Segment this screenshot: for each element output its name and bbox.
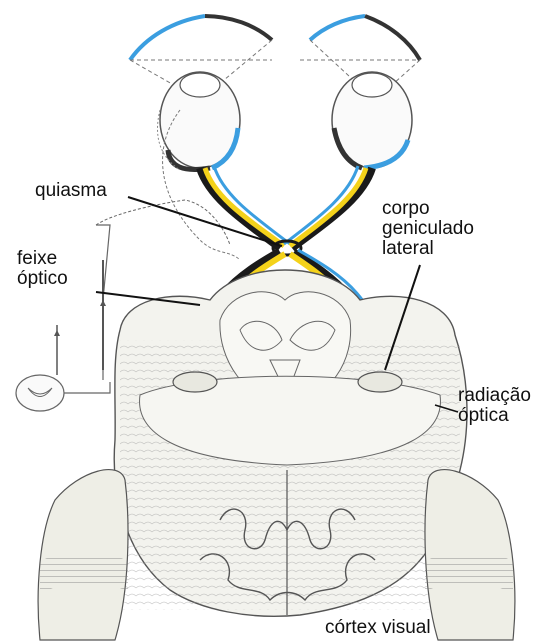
brain-tissue (114, 270, 467, 616)
label-corpo-line1: corpo (382, 199, 474, 219)
left-eye (158, 72, 241, 170)
label-corpo-geniculado-lateral: corpo geniculado lateral (382, 199, 474, 259)
label-radiacao-line2: óptica (458, 406, 531, 426)
label-corpo-line3: lateral (382, 239, 474, 259)
label-feixe-optico: feixe óptico (17, 249, 68, 289)
label-feixe-line2: óptico (17, 269, 68, 289)
right-eye (332, 72, 412, 168)
label-cortex-visual: córtex visual (325, 618, 431, 638)
label-quiasma: quiasma (35, 181, 107, 201)
label-radiacao-optica: radiação óptica (458, 386, 531, 426)
label-corpo-line2: geniculado (382, 219, 474, 239)
label-feixe-line1: feixe (17, 249, 68, 269)
label-radiacao-line1: radiação (458, 386, 531, 406)
